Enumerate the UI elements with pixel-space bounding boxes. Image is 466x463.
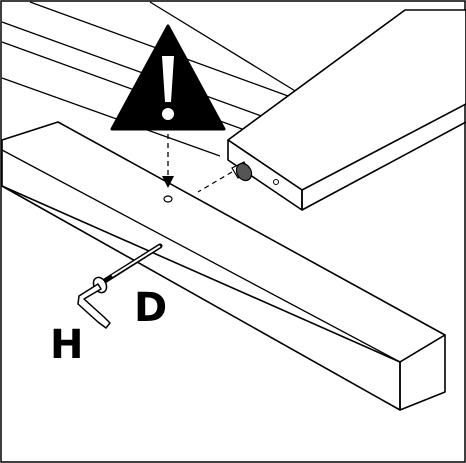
dashed-arrow-icon xyxy=(162,134,174,188)
board-hole xyxy=(273,179,279,185)
label-d: D xyxy=(134,285,167,331)
rail-hole xyxy=(163,195,173,203)
hex-key-h-icon xyxy=(77,283,111,329)
dowel-pin xyxy=(231,161,253,182)
top-board xyxy=(227,9,466,211)
warning-triangle-icon xyxy=(110,24,226,131)
dowel-guide-line xyxy=(197,171,233,193)
label-h: H xyxy=(50,322,83,368)
rail-board xyxy=(1,121,446,411)
